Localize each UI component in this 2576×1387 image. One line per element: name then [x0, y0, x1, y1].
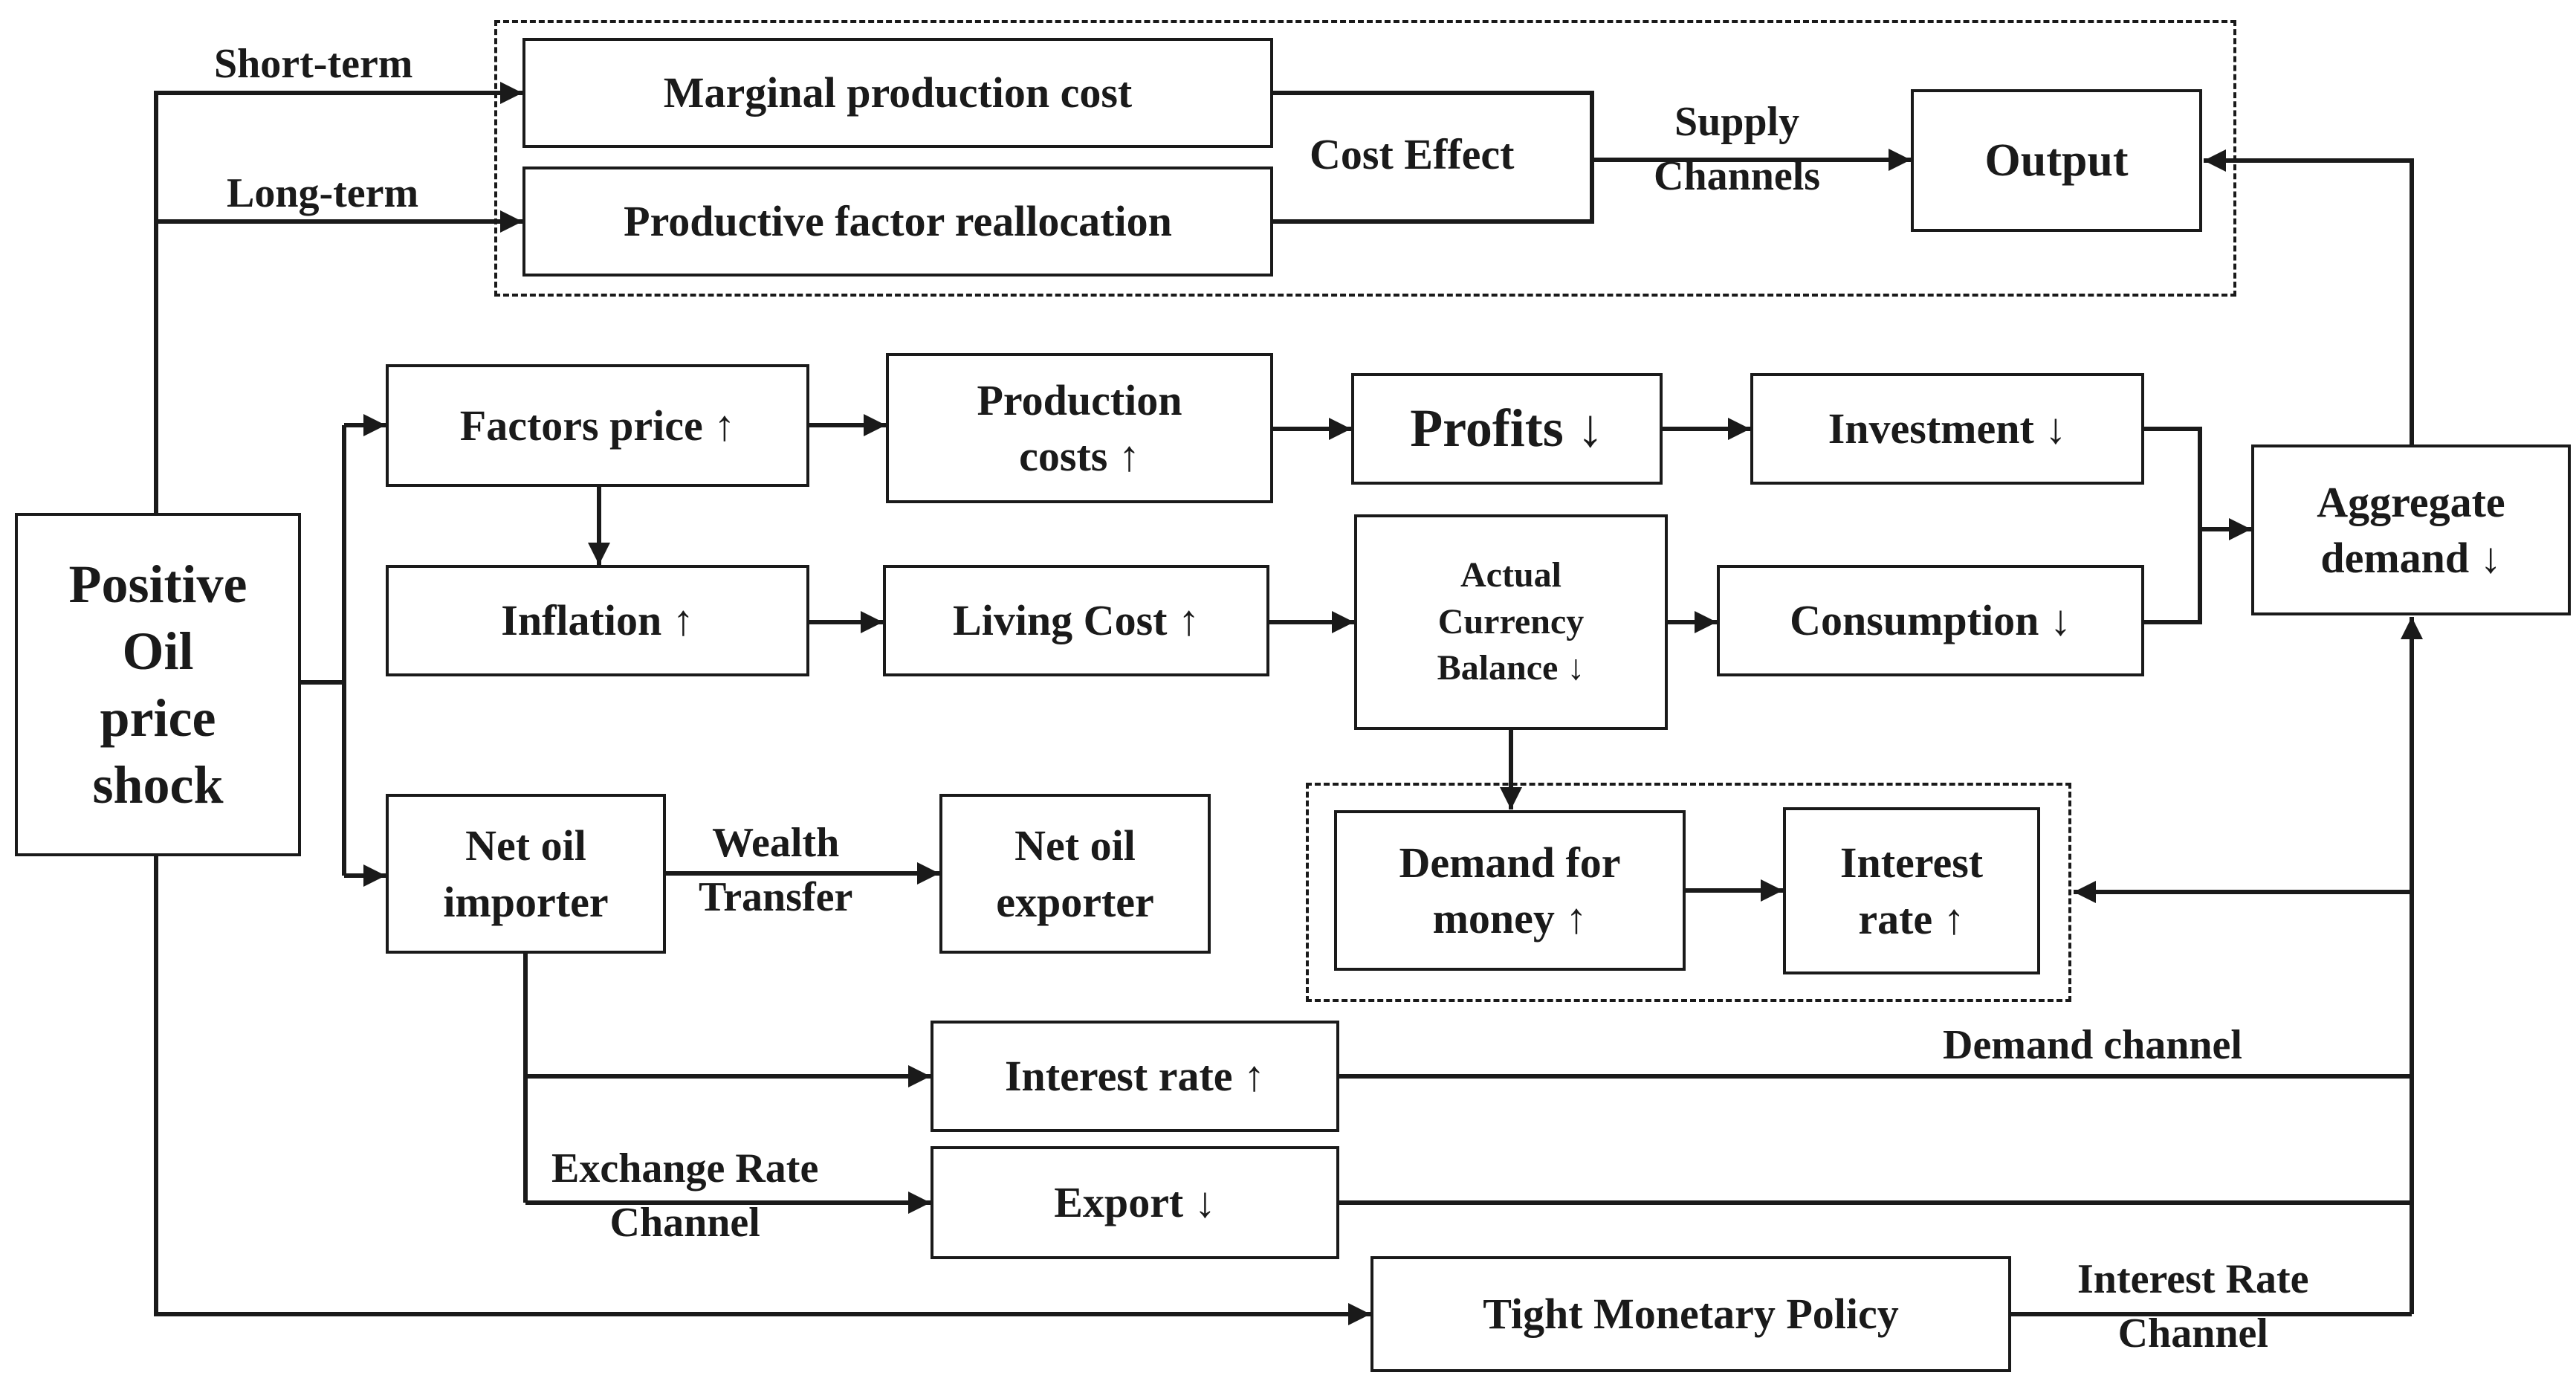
- factors-price-box: Factors price ↑: [386, 364, 809, 487]
- money-market-group: [1306, 783, 2071, 1002]
- demand-for-money-box: Demand for money ↑: [1334, 810, 1686, 971]
- demand-channel-label: Demand channel: [1943, 1022, 2242, 1068]
- interest-rate-group-box: Interest rate ↑: [1783, 807, 2040, 974]
- inflation-box: Inflation ↑: [386, 565, 809, 676]
- net-oil-exporter-box: Net oil exporter: [939, 794, 1211, 954]
- cost-effect-label: Cost Effect: [1310, 130, 1515, 178]
- investment-box: Investment ↓: [1750, 373, 2144, 485]
- oil-shock-box: Positive Oil price shock: [15, 513, 301, 856]
- supply-channel-group: [494, 20, 2236, 297]
- to-monetary-policy-arrow: [154, 856, 1370, 1325]
- interest-rate-channel-label: Interest Rate Channel: [2077, 1256, 2309, 1357]
- cost-effect-bracket: [1273, 91, 1594, 224]
- living-cost-box: Living Cost ↑: [883, 565, 1269, 676]
- wealth-transfer-label: Wealth Transfer: [699, 820, 853, 920]
- production-costs-box: Production costs ↑: [886, 353, 1273, 503]
- demand-to-output-arrow: [2204, 149, 2414, 444]
- currency-balance-box: Actual Currency Balance ↓: [1354, 514, 1668, 730]
- consumption-box: Consumption ↓: [1717, 565, 2144, 676]
- marginal-cost-box: Marginal production cost: [522, 38, 1273, 148]
- net-oil-importer-box: Net oil importer: [386, 794, 666, 954]
- tight-monetary-policy-box: Tight Monetary Policy: [1370, 1256, 2011, 1372]
- short-term-label: Short-term: [214, 41, 413, 87]
- exchange-rate-channel-label: Exchange Rate Channel: [551, 1145, 819, 1246]
- supply-channels-label: Supply Channels: [1654, 99, 1821, 199]
- profits-box: Profits ↓: [1351, 373, 1663, 485]
- long-term-label: Long-term: [227, 170, 419, 216]
- factor-reallocation-box: Productive factor reallocation: [522, 166, 1273, 277]
- aggregate-demand-box: Aggregate demand ↓: [2251, 444, 2571, 615]
- export-box: Export ↓: [931, 1146, 1339, 1259]
- investment-to-demand-line: [2144, 427, 2202, 624]
- interest-rate-box: Interest rate ↑: [931, 1021, 1339, 1132]
- output-box: Output: [1911, 89, 2202, 232]
- short-term-arrow: [154, 82, 522, 513]
